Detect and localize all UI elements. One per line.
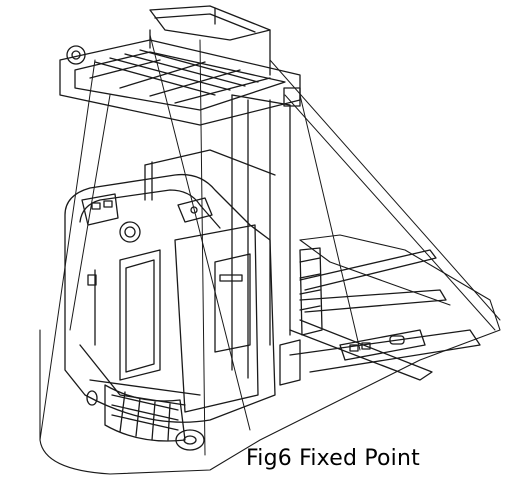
truck-body xyxy=(64,173,276,442)
overhead-guard xyxy=(59,5,301,126)
operator-console xyxy=(81,193,243,286)
wheels xyxy=(86,390,205,451)
figure-caption: Fig6 Fixed Point xyxy=(246,446,420,471)
forks xyxy=(279,247,481,386)
mast xyxy=(144,94,291,379)
